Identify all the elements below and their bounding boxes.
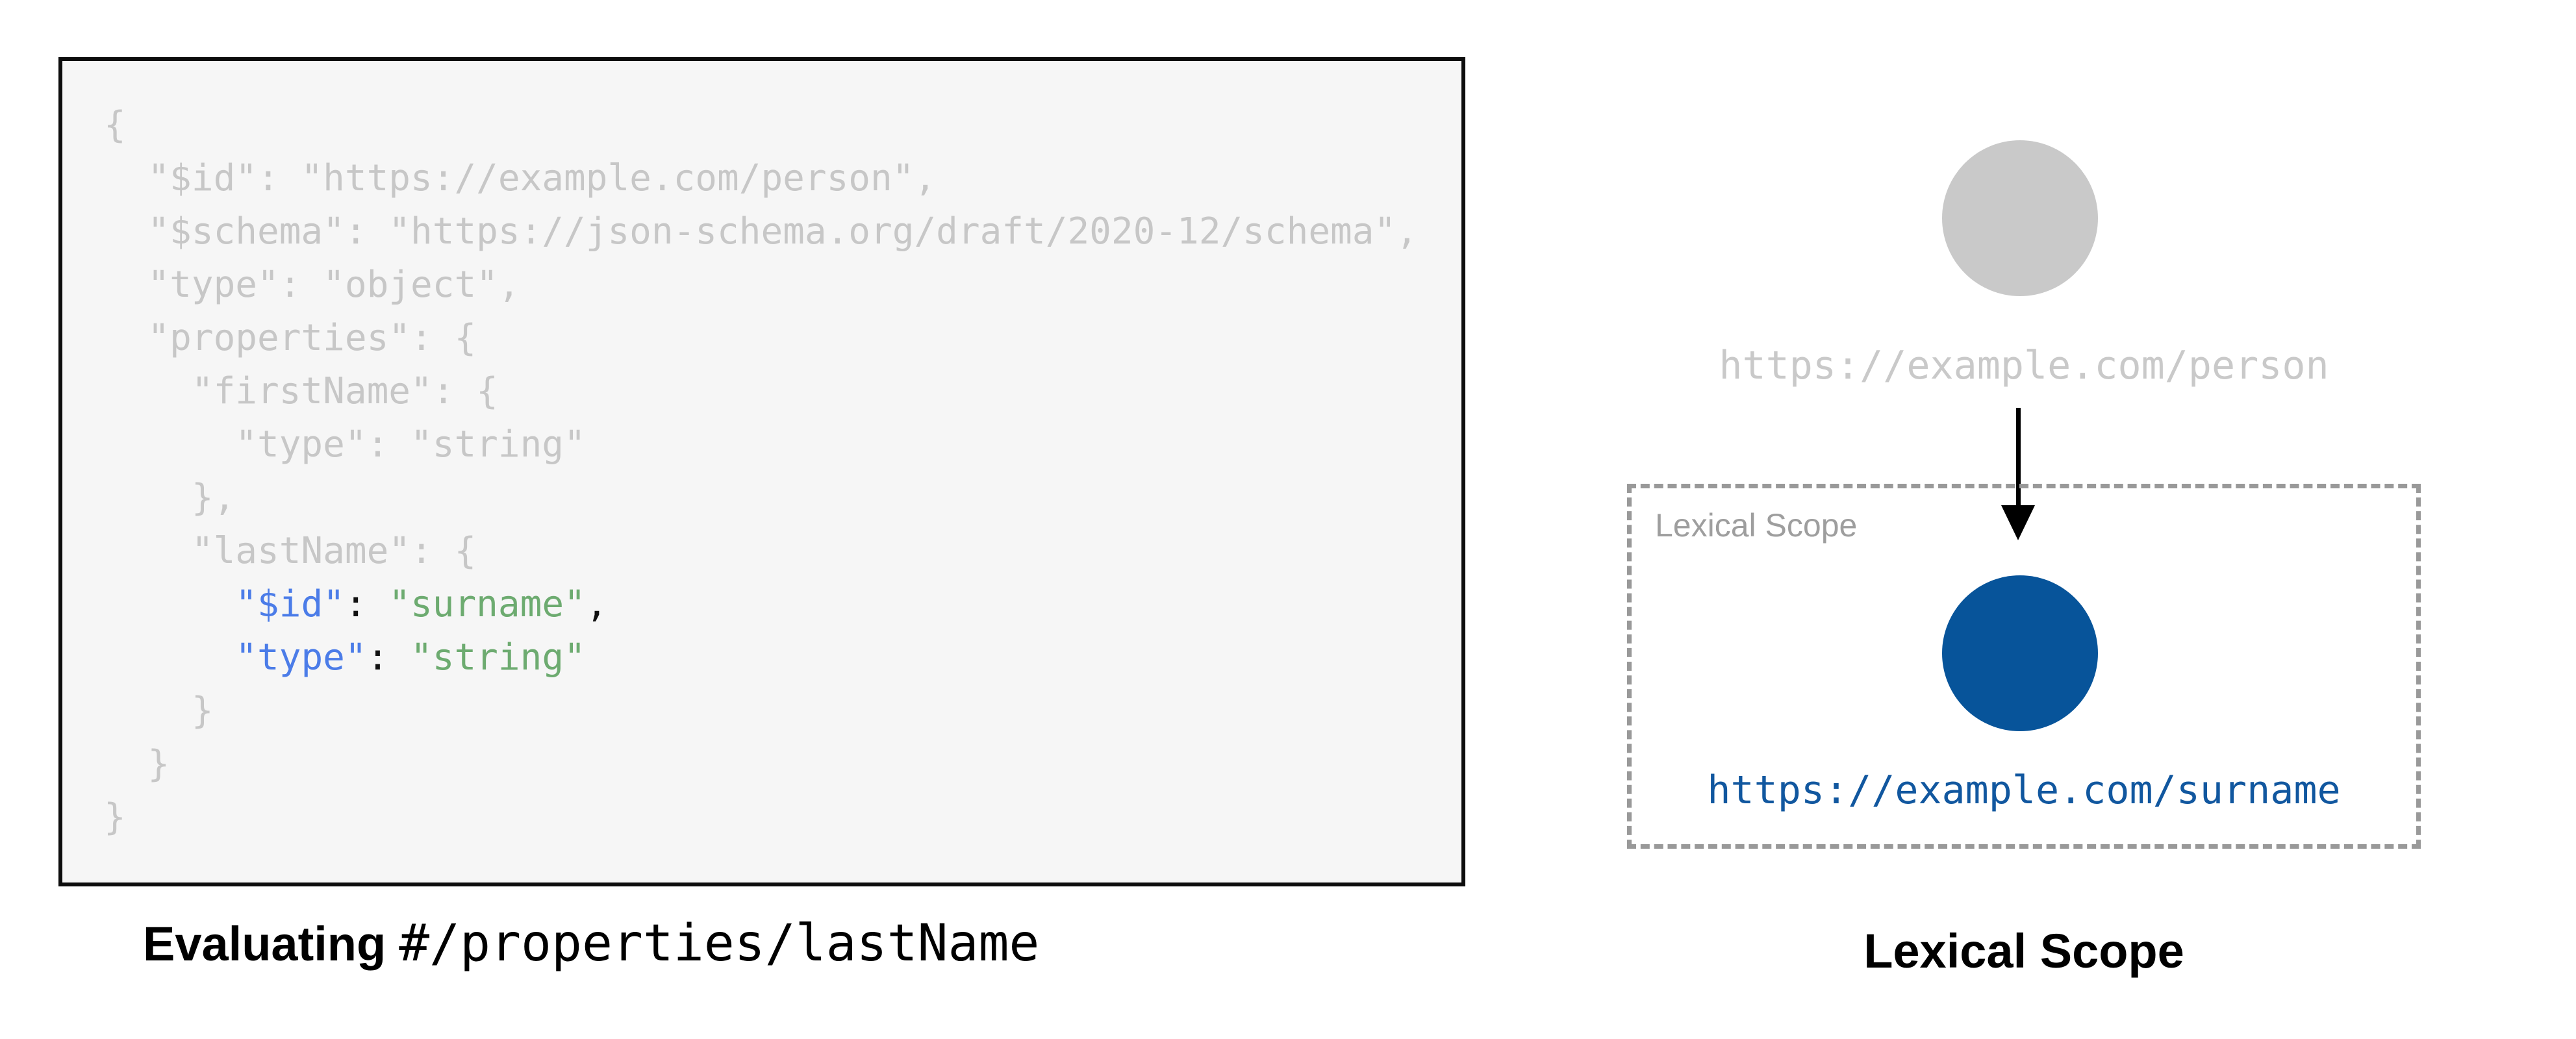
schema-code-panel: { "$id": "https://example.com/person", "…: [58, 57, 1465, 886]
code-line: "type": "string": [235, 636, 586, 679]
code-line: "$id": "https://example.com/person",: [104, 157, 937, 199]
left-caption: Evaluating #/properties/lastName: [143, 914, 1039, 992]
code-line: }: [104, 743, 170, 785]
code-line: "lastName": {: [104, 530, 477, 572]
code-line: {: [104, 104, 126, 146]
left-caption-pointer: #/properties/lastName: [399, 914, 1040, 973]
code-line: "$id": "surname",: [235, 583, 608, 625]
right-caption: Lexical Scope: [1863, 924, 2184, 978]
arrow-down-icon: [2001, 408, 2035, 540]
child-schema-uri: https://example.com/surname: [1707, 768, 2341, 813]
code-line: "firstName": {: [104, 370, 498, 412]
code-line: }: [104, 690, 214, 732]
code-line: "type": "object",: [104, 264, 520, 306]
code-line: },: [104, 477, 236, 519]
schema-code: { "$id": "https://example.com/person", "…: [62, 61, 1461, 844]
arrow-shaft: [2016, 408, 2021, 513]
code-line: "properties": {: [104, 317, 477, 359]
lexical-scope-box: Lexical Scope https://example.com/surnam…: [1627, 484, 2421, 849]
left-caption-word: Evaluating: [143, 917, 386, 971]
lexical-scope-box-label: Lexical Scope: [1655, 507, 1858, 544]
parent-schema-uri: https://example.com/person: [1719, 343, 2329, 388]
arrow-head: [2001, 505, 2035, 540]
code-line: }: [104, 796, 126, 838]
parent-schema-node: [1942, 140, 2098, 296]
code-line: "$schema": "https://json-schema.org/draf…: [104, 210, 1418, 253]
code-line: "type": "string": [104, 423, 586, 466]
child-schema-node: [1942, 575, 2098, 731]
